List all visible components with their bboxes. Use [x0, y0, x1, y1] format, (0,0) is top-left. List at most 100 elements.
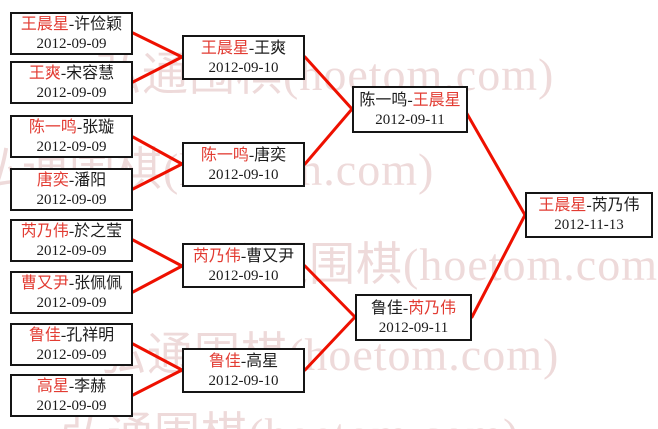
match-players: 唐奕-潘阳: [37, 171, 106, 191]
match-box-r16-4: 唐奕-潘阳 2012-09-09: [10, 168, 133, 211]
connector-line: [131, 162, 184, 191]
player-name-winner: 王晨星: [538, 197, 587, 214]
watermark-text: 弘通围棋(hoetom.com): [60, 398, 519, 429]
connector-line: [303, 55, 354, 111]
name-separator: -: [60, 64, 67, 82]
connector-line: [131, 368, 184, 397]
player-name-winner: 芮乃伟: [20, 222, 69, 240]
connector-line: [131, 238, 184, 268]
match-box-r16-3: 陈一鸣-张璇 2012-09-09: [10, 115, 133, 158]
match-box-r16-7: 鲁佳-孔祥明 2012-09-09: [10, 323, 133, 366]
match-players: 王晨星-王爽: [201, 39, 286, 59]
name-separator: -: [240, 352, 247, 370]
player-name: 芮乃伟: [591, 197, 640, 214]
match-players: 鲁佳-孔祥明: [29, 326, 114, 346]
match-date: 2012-11-13: [554, 217, 624, 233]
match-box-qf-4: 鲁佳-高星 2012-09-10: [182, 348, 305, 393]
player-name: 鲁佳: [370, 299, 403, 317]
match-date: 2012-09-10: [208, 59, 279, 76]
name-separator: -: [248, 146, 255, 164]
connector-line: [131, 342, 184, 372]
player-name: 张佩佩: [74, 274, 123, 292]
connector-line: [131, 135, 184, 166]
player-name: 许俭颖: [74, 15, 123, 33]
player-name: 张璇: [82, 118, 115, 136]
match-box-r16-5: 芮乃伟-於之莹 2012-09-09: [10, 219, 133, 262]
player-name-winner: 鲁佳: [28, 326, 61, 344]
player-name: 曹又尹: [246, 247, 295, 265]
match-box-final: 王晨星-芮乃伟 2012-11-13: [525, 192, 653, 238]
player-name: 唐奕: [254, 146, 287, 164]
match-players: 王晨星-芮乃伟: [538, 196, 639, 216]
match-players: 曹又尹-张佩佩: [21, 274, 122, 294]
match-players: 芮乃伟-曹又尹: [193, 247, 294, 267]
connector-line: [303, 107, 354, 166]
player-name-winner: 高星: [36, 377, 69, 395]
match-date: 2012-09-10: [208, 267, 279, 284]
player-name-winner: 唐奕: [36, 171, 69, 189]
match-date: 2012-09-11: [378, 319, 449, 336]
connector-line: [470, 213, 527, 319]
match-date: 2012-09-09: [36, 35, 107, 52]
name-separator: -: [68, 222, 75, 240]
match-date: 2012-09-10: [208, 166, 279, 183]
player-name: 潘阳: [74, 171, 107, 189]
name-separator: -: [60, 326, 67, 344]
connector-line: [131, 55, 184, 84]
player-name: 高星: [246, 352, 279, 370]
match-date: 2012-09-11: [375, 111, 445, 128]
connector-line: [131, 264, 184, 294]
match-date: 2012-09-09: [36, 346, 107, 363]
match-box-qf-1: 王晨星-王爽 2012-09-10: [182, 35, 305, 80]
player-name-winner: 鲁佳: [208, 352, 241, 370]
name-separator: -: [586, 197, 592, 214]
name-separator: -: [68, 377, 75, 395]
player-name: 李赫: [74, 377, 107, 395]
match-box-r16-2: 王爽-宋容慧 2012-09-09: [10, 61, 133, 104]
match-date: 2012-09-09: [36, 242, 107, 259]
player-name: 宋容慧: [66, 64, 115, 82]
player-name: 陈一鸣: [359, 91, 408, 109]
player-name-winner: 芮乃伟: [408, 299, 457, 317]
player-name: 王爽: [254, 39, 287, 57]
watermark-text: 弘通围棋(hoetom.com): [95, 49, 555, 100]
match-date: 2012-09-09: [36, 294, 107, 311]
match-players: 王爽-宋容慧: [29, 64, 114, 84]
match-players: 王晨星-许俭颖: [21, 15, 122, 35]
name-separator: -: [407, 91, 413, 109]
match-box-r16-6: 曹又尹-张佩佩 2012-09-09: [10, 271, 133, 314]
match-box-qf-2: 陈一鸣-唐奕 2012-09-10: [182, 142, 305, 187]
match-players: 陈一鸣-张璇: [29, 118, 114, 138]
match-players: 鲁佳-高星: [209, 352, 278, 372]
match-box-r16-1: 王晨星-许俭颖 2012-09-09: [10, 12, 133, 55]
match-box-sf-2: 鲁佳-芮乃伟 2012-09-11: [355, 294, 472, 341]
connector-line: [131, 31, 184, 59]
player-name-winner: 陈一鸣: [200, 146, 249, 164]
name-separator: -: [402, 299, 409, 317]
player-name-winner: 王爽: [28, 64, 61, 82]
match-box-r16-8: 高星-李赫 2012-09-09: [10, 374, 133, 417]
match-players: 陈一鸣-唐奕: [201, 146, 286, 166]
match-date: 2012-09-09: [36, 138, 107, 155]
name-separator: -: [248, 39, 255, 57]
match-players: 鲁佳-芮乃伟: [371, 299, 456, 319]
match-date: 2012-09-09: [36, 84, 107, 101]
player-name: 於之莹: [74, 222, 123, 240]
match-box-qf-3: 芮乃伟-曹又尹 2012-09-10: [182, 243, 305, 288]
player-name-winner: 陈一鸣: [28, 118, 77, 136]
name-separator: -: [68, 171, 75, 189]
match-players: 陈一鸣-王晨星: [359, 91, 460, 111]
match-date: 2012-09-09: [36, 397, 107, 414]
connector-line: [303, 315, 357, 372]
name-separator: -: [76, 118, 83, 136]
player-name-winner: 曹又尹: [20, 274, 69, 292]
match-box-sf-1: 陈一鸣-王晨星 2012-09-11: [352, 86, 468, 133]
player-name-winner: 王晨星: [200, 39, 249, 57]
name-separator: -: [68, 15, 75, 33]
player-name-winner: 芮乃伟: [192, 247, 241, 265]
match-players: 高星-李赫: [37, 377, 106, 397]
match-players: 芮乃伟-於之莹: [21, 222, 122, 242]
match-date: 2012-09-09: [36, 191, 107, 208]
